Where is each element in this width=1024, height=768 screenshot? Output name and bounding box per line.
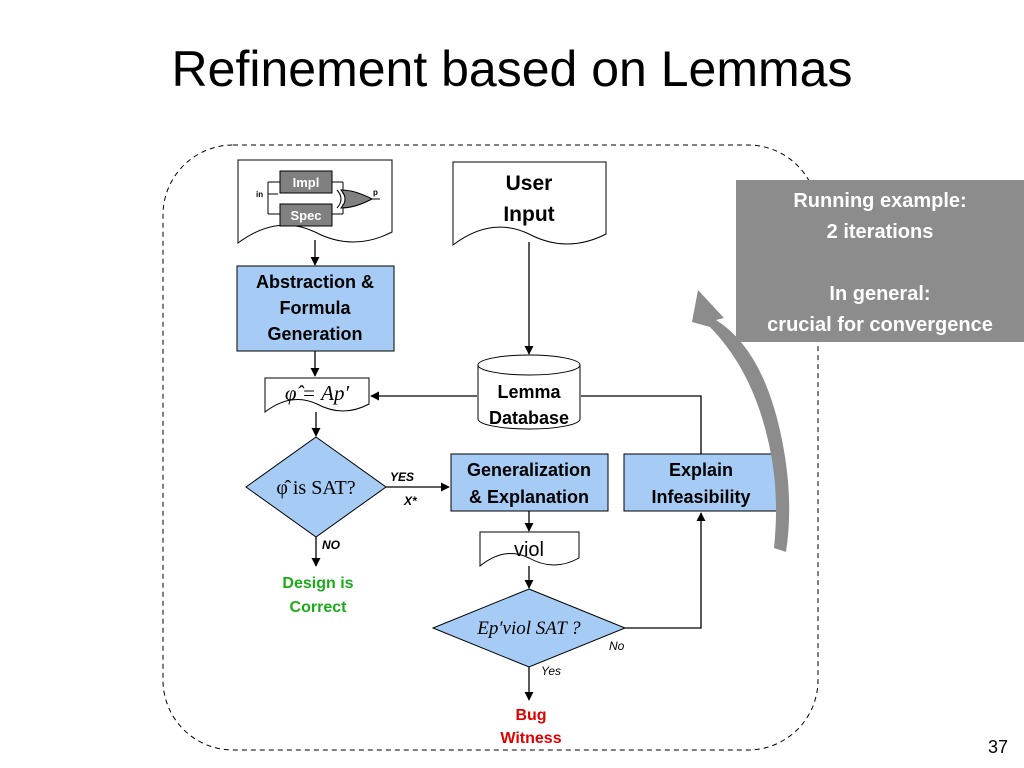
yes-upper-label: YES bbox=[390, 470, 414, 484]
viol-document: viol bbox=[479, 531, 580, 568]
abstraction-box: Abstraction & Formula Generation bbox=[236, 265, 395, 352]
connectors bbox=[310, 240, 706, 701]
generalization-line1: Generalization bbox=[467, 460, 591, 480]
design-correct-line1: Design is bbox=[282, 575, 353, 592]
circuit-document: Impl Spec in p bbox=[237, 159, 393, 244]
callout-line3: In general: bbox=[829, 283, 931, 305]
viol-text: viol bbox=[514, 539, 544, 561]
lemma-db-line1: Lemma bbox=[497, 382, 561, 402]
explain-box: Explain Infeasibility bbox=[623, 453, 780, 512]
bug-witness-line2: Witness bbox=[500, 730, 561, 747]
callout-panel: Running example: 2 iterations In general… bbox=[736, 180, 1024, 342]
user-input-line1: User bbox=[506, 172, 553, 195]
spec-label: Spec bbox=[290, 208, 321, 223]
callout-line4: crucial for convergence bbox=[767, 314, 993, 336]
lemma-db-line2: Database bbox=[489, 408, 569, 428]
explain-line1: Explain bbox=[669, 460, 733, 480]
callout-line2: 2 iterations bbox=[826, 221, 934, 243]
abstraction-line3: Generation bbox=[267, 324, 362, 344]
slide-title: Refinement based on Lemmas bbox=[171, 41, 853, 97]
formula-document: φ̂ = Ap′ bbox=[264, 377, 370, 414]
user-input-document: User Input bbox=[452, 161, 607, 247]
explain-line2: Infeasibility bbox=[651, 487, 750, 507]
bug-witness-line1: Bug bbox=[515, 707, 546, 724]
yes-lower-label: Yes bbox=[541, 664, 561, 678]
design-correct-line2: Correct bbox=[290, 599, 348, 616]
callout-line1: Running example: bbox=[793, 190, 967, 212]
xor-gate-icon bbox=[339, 189, 374, 209]
no-lower-label: No bbox=[609, 639, 625, 653]
dashed-frame bbox=[162, 144, 819, 751]
spec-box bbox=[279, 203, 333, 227]
abstraction-line1: Abstraction & bbox=[256, 272, 374, 292]
p-label: p bbox=[373, 188, 378, 197]
curved-feedback-arrow-icon bbox=[692, 290, 790, 552]
impl-label: Impl bbox=[293, 175, 320, 190]
lemma-database-cylinder: Lemma Database bbox=[477, 354, 581, 430]
abstraction-line2: Formula bbox=[279, 298, 351, 318]
sat-check-diamond: φ̂ is SAT? bbox=[245, 436, 387, 538]
page-number: 37 bbox=[987, 737, 1008, 757]
in-label: in bbox=[256, 190, 263, 199]
no-upper-label: NO bbox=[322, 538, 341, 552]
ep-check-diamond: Ep′viol SAT ? bbox=[431, 588, 627, 668]
x-star-label: X* bbox=[403, 494, 418, 508]
ep-check-text: Ep′viol SAT ? bbox=[476, 618, 581, 639]
generalization-box: Generalization & Explanation bbox=[450, 453, 609, 512]
formula-text: φ̂ = Ap′ bbox=[285, 381, 350, 405]
generalization-line2: & Explanation bbox=[469, 487, 589, 507]
sat-check-text: φ̂ is SAT? bbox=[276, 477, 355, 499]
user-input-line2: Input bbox=[503, 203, 554, 226]
arrow-ep-to-explain bbox=[625, 512, 706, 629]
line-explain-to-db bbox=[581, 395, 702, 454]
